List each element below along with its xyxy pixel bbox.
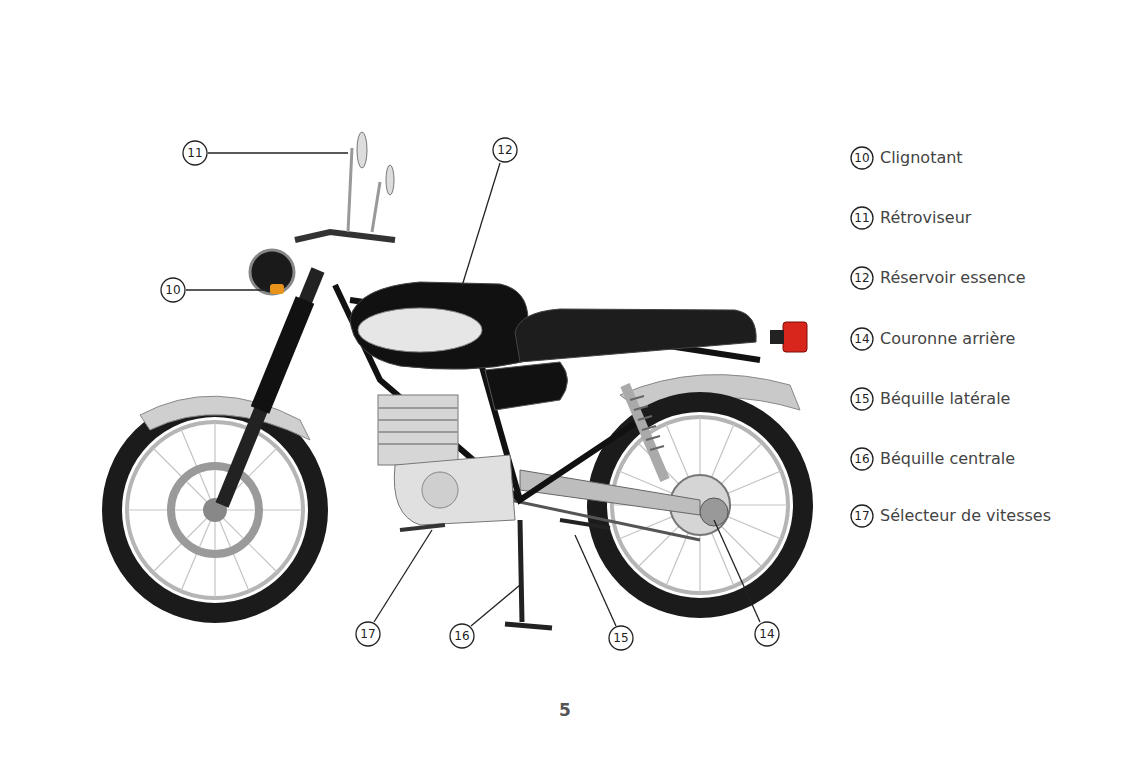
callout-number: 15 bbox=[613, 632, 628, 644]
part-name: Rétroviseur bbox=[880, 210, 971, 226]
callout-number: 16 bbox=[854, 453, 869, 465]
part-name: Béquille centrale bbox=[880, 451, 1015, 467]
callout-number: 16 bbox=[454, 630, 469, 642]
callout-number: 11 bbox=[854, 212, 869, 224]
callout-number: 17 bbox=[854, 510, 869, 522]
part-name: Clignotant bbox=[880, 150, 963, 166]
callout-number: 10 bbox=[854, 152, 869, 164]
callout-number: 11 bbox=[187, 147, 202, 159]
callout-number: 14 bbox=[759, 628, 774, 640]
callout-number: 12 bbox=[497, 144, 512, 156]
part-name: Couronne arrière bbox=[880, 331, 1015, 347]
callout-number: 14 bbox=[854, 333, 869, 345]
callout-number: 12 bbox=[854, 272, 869, 284]
callout-number: 17 bbox=[360, 628, 375, 640]
part-name: Sélecteur de vitesses bbox=[880, 508, 1051, 524]
page-number: 5 bbox=[559, 702, 571, 719]
callout-number: 10 bbox=[165, 284, 180, 296]
part-name: Réservoir essence bbox=[880, 270, 1026, 286]
callout-number: 15 bbox=[854, 393, 869, 405]
part-name: Béquille latérale bbox=[880, 391, 1010, 407]
